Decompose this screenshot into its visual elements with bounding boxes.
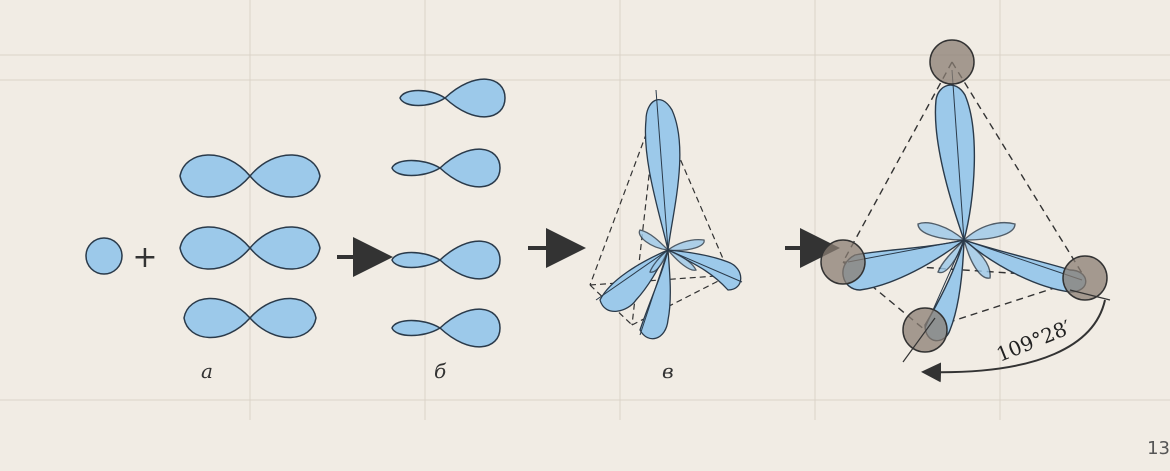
hydrogen-atom-icon [929, 39, 975, 85]
hybrid-orbital-teardrop-icon [391, 148, 501, 188]
p-orbital-dumbbell-icon [179, 226, 321, 270]
label-a: а [201, 359, 213, 383]
hybrid-orbital-teardrop-icon [599, 248, 670, 312]
p-orbital-dumbbell-icon [183, 297, 317, 339]
p-orbital-dumbbell-icon [179, 154, 321, 198]
hybrid-orbital-teardrop-icon [934, 84, 976, 243]
hydrogen-atom-icon [820, 239, 866, 285]
hydrogen-atom-icon [1062, 255, 1108, 301]
hybrid-orbital-teardrop-icon [391, 308, 501, 348]
hydrogen-atom-icon [902, 307, 948, 353]
label-b: б [434, 359, 447, 383]
hybrid-orbital-teardrop-icon [667, 249, 742, 291]
tetrahedral-carbon [589, 89, 743, 340]
hybrid-orbital-teardrop-icon [399, 78, 506, 118]
plus-sign: + [132, 240, 157, 275]
background-bleedthrough [0, 0, 1170, 420]
hybrid-orbital-teardrop-icon [391, 240, 501, 280]
page-number: 13 [1147, 438, 1170, 459]
bond-angle-arc [921, 299, 1106, 383]
label-v: в [662, 359, 674, 383]
s-orbital-sphere-icon [85, 237, 123, 275]
hybrid-orbitals-column [391, 78, 506, 348]
p-orbitals [179, 154, 321, 339]
bond-angle-label: 109°28′ [993, 315, 1075, 367]
methane-tetrahedron: 109°28′ [820, 39, 1111, 383]
